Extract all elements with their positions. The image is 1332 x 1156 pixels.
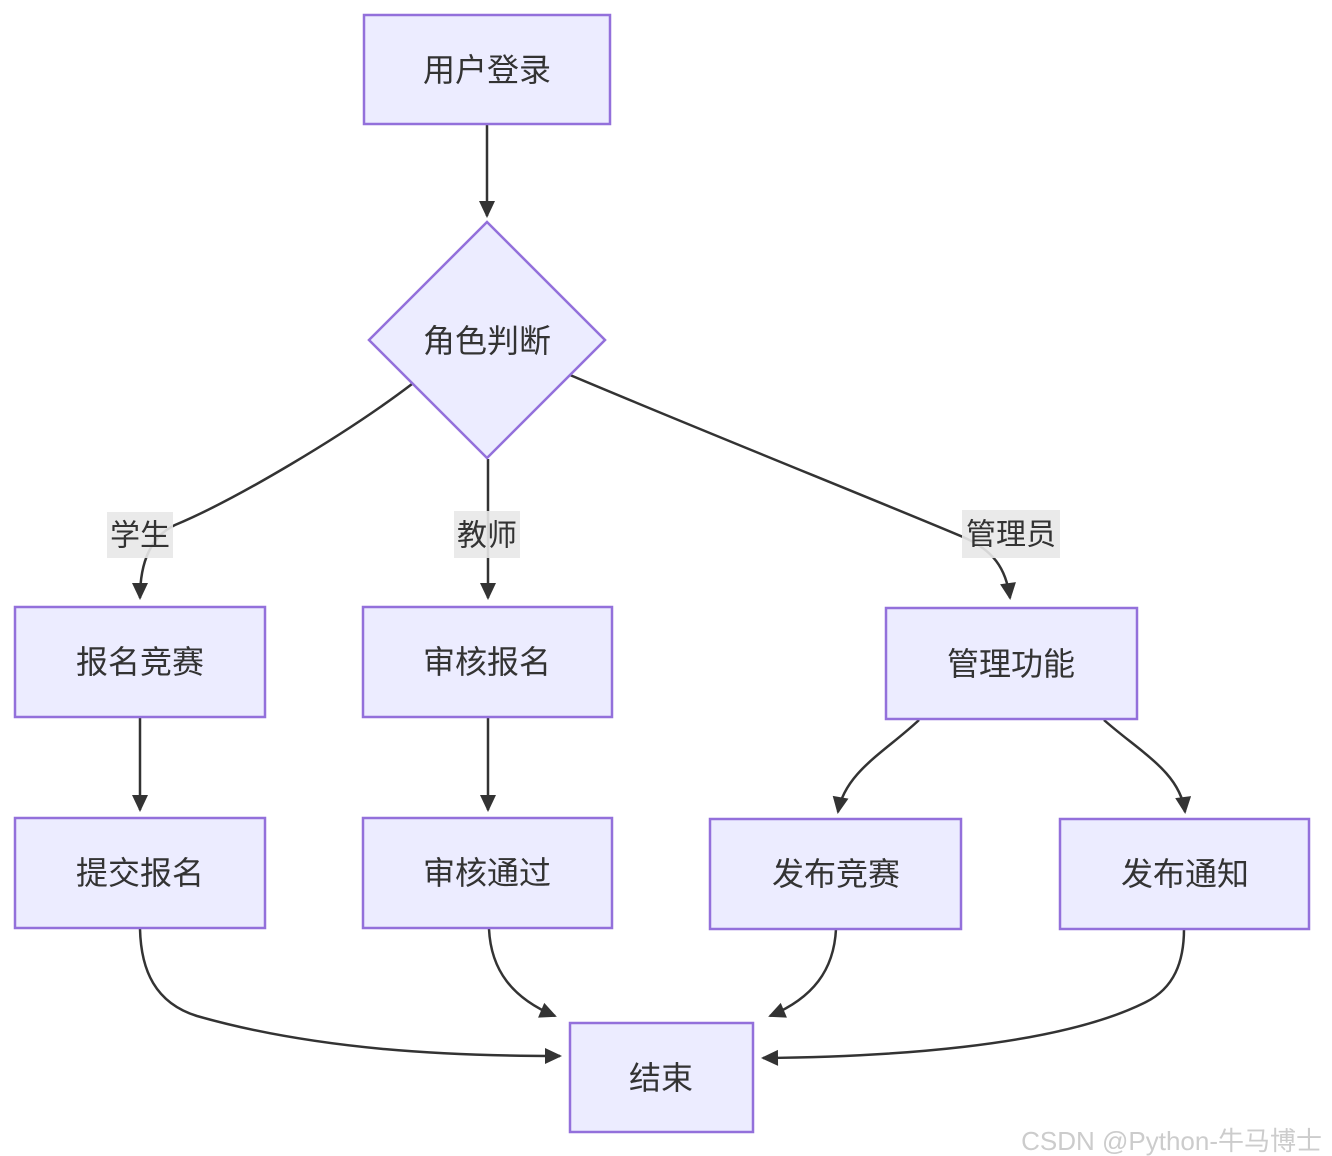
node-publish-competition-label: 发布竞赛: [772, 856, 900, 892]
edge-label-student: 学生: [107, 512, 173, 558]
edge-labels-layer: 学生 教师 管理员: [107, 510, 1060, 558]
nodes-layer: 用户登录 角色判断 报名竞赛 审核报名 管理功能 提交报名 审核通过: [13, 13, 1311, 1134]
node-end: 结束: [568, 1021, 755, 1134]
node-review-shape: [361, 605, 614, 719]
edge-decision-to-register: [132, 383, 413, 600]
node-login: 用户登录: [362, 13, 612, 126]
node-register: 报名竞赛: [13, 605, 267, 719]
node-register-shape: [13, 605, 267, 719]
node-submit-shape: [13, 816, 267, 930]
node-publish-notice-shape: [1058, 817, 1311, 931]
node-login-shape: [362, 13, 612, 126]
edge-label-teacher-bg: [454, 511, 520, 558]
node-approve-shape: [361, 816, 614, 930]
node-decision: 角色判断: [367, 220, 607, 460]
edge-submit-to-end: [138, 928, 562, 1064]
edge-label-admin-text: 管理员: [966, 519, 1056, 552]
edge-label-student-text: 学生: [110, 520, 170, 553]
edge-decision-to-manage: [569, 373, 1016, 600]
node-approve-label: 审核通过: [423, 855, 551, 891]
edge-label-teacher-text: 教师: [457, 520, 517, 553]
node-manage-shape: [884, 606, 1139, 721]
edge-publish-notice-to-end: [761, 928, 1186, 1066]
node-end-label: 结束: [629, 1060, 693, 1096]
node-approve: 审核通过: [361, 816, 614, 930]
edge-label-admin: 管理员: [962, 510, 1060, 558]
node-publish-notice-label: 发布通知: [1121, 856, 1249, 892]
node-decision-shape: [367, 220, 607, 460]
edge-label-teacher: 教师: [454, 511, 520, 558]
edge-approve-to-end: [487, 928, 557, 1018]
node-review: 审核报名: [361, 605, 614, 719]
edge-label-student-bg: [107, 512, 173, 558]
edges-layer: [132, 125, 1192, 1066]
edge-manage-to-publish-notice: [1103, 719, 1192, 814]
node-publish-competition: 发布竞赛: [708, 817, 963, 931]
node-manage-label: 管理功能: [947, 646, 1075, 682]
node-publish-notice: 发布通知: [1058, 817, 1311, 931]
node-submit: 提交报名: [13, 816, 267, 930]
edge-label-admin-bg: [962, 510, 1060, 558]
node-review-label: 审核报名: [423, 644, 551, 680]
edge-publish-competition-to-end: [768, 928, 838, 1018]
node-end-shape: [568, 1021, 755, 1134]
node-publish-competition-shape: [708, 817, 963, 931]
edge-manage-to-publish-competition: [832, 719, 920, 814]
node-submit-label: 提交报名: [76, 855, 204, 891]
node-register-label: 报名竞赛: [76, 644, 204, 680]
node-manage: 管理功能: [884, 606, 1139, 721]
watermark-text: CSDN @Python-牛马博士: [1021, 1126, 1322, 1156]
node-decision-label: 角色判断: [423, 323, 551, 359]
node-login-label: 用户登录: [423, 52, 551, 88]
